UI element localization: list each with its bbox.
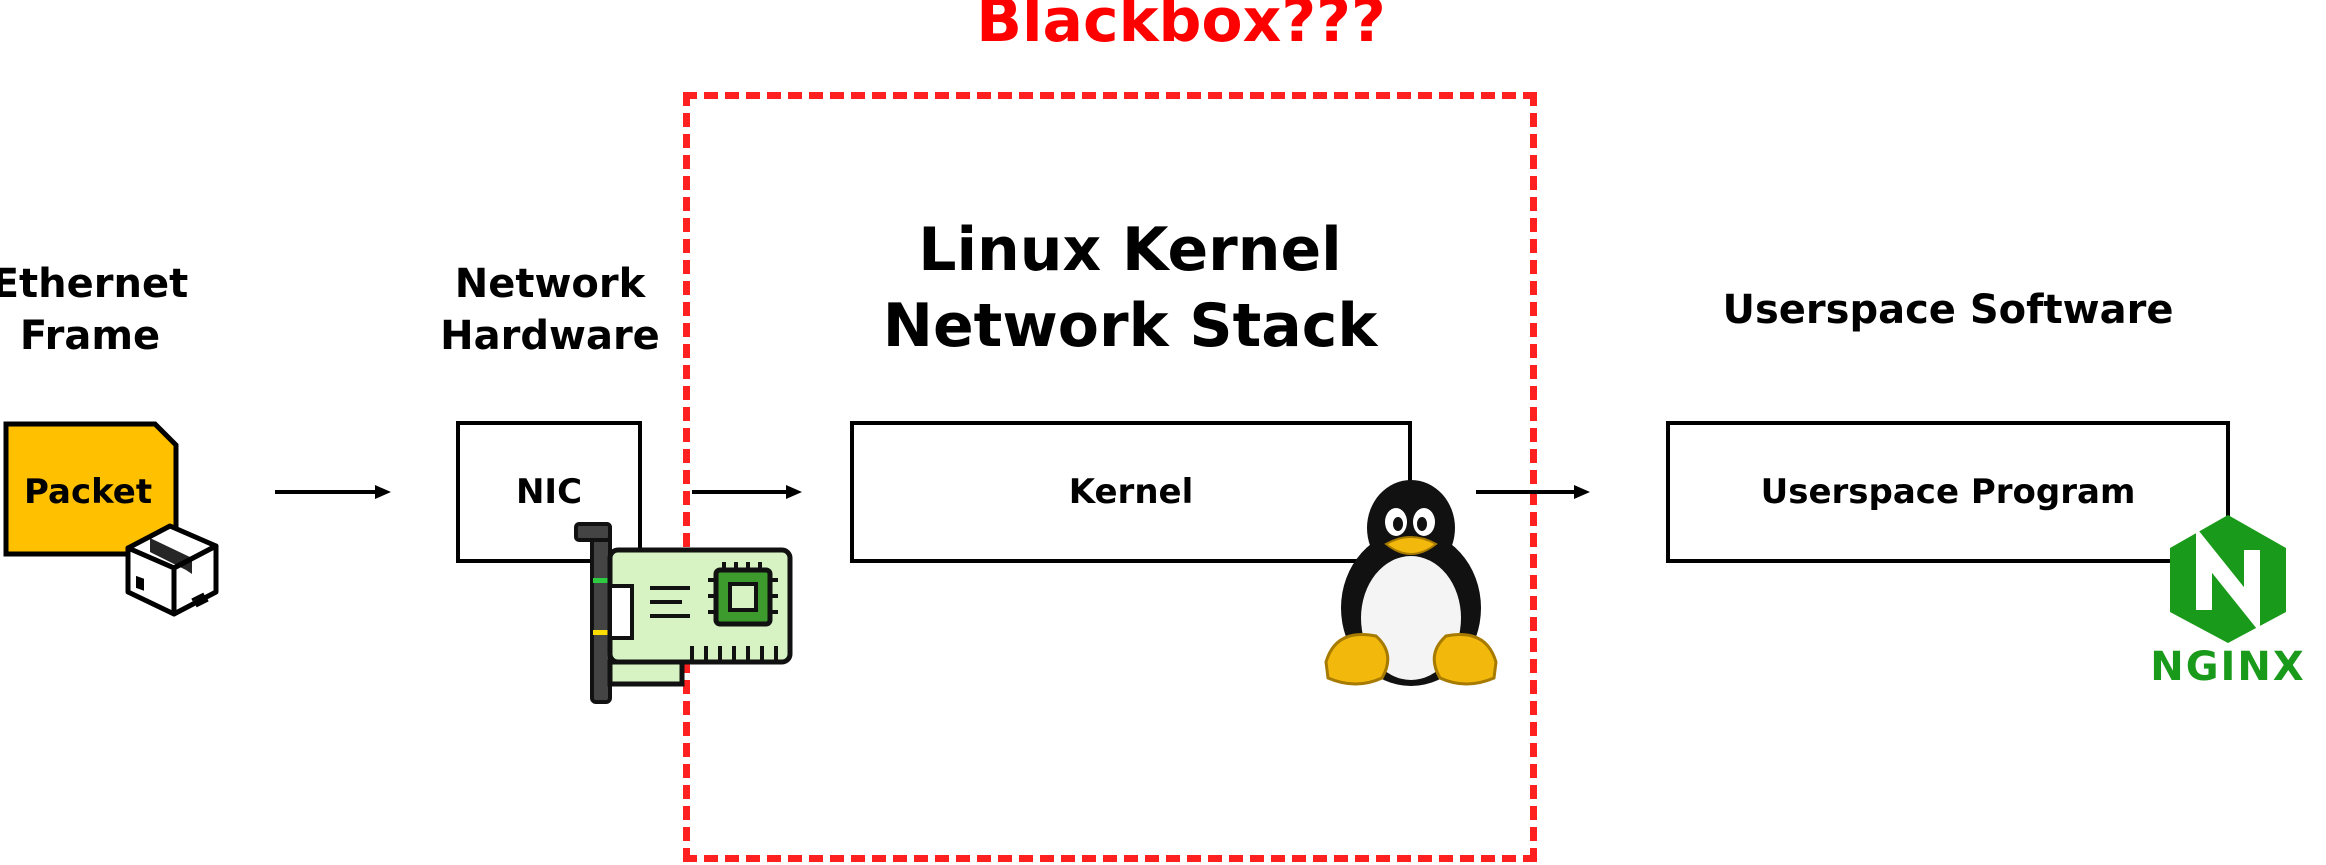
frame-heading: Ethernet Frame [0,258,190,362]
userspace-heading: Userspace Software [1722,287,2174,333]
kernel-heading-line2: Network Stack [882,291,1378,361]
blackbox-title: Blackbox??? [976,0,1386,56]
frame-heading-line1: Ethernet [0,261,189,307]
hardware-heading: Network Hardware [440,258,660,362]
arrow-nic-to-kernel [692,485,802,499]
nginx-logo: NGINX [2120,512,2326,702]
network-card-icon [574,522,793,704]
kernel-label: Kernel [1068,472,1194,512]
arrow-kernel-to-userspace [1476,485,1590,499]
hardware-heading-line1: Network [454,261,646,307]
hardware-heading-line2: Hardware [440,313,660,359]
kernel-heading: Linux Kernel Network Stack [840,212,1420,364]
frame-heading-line2: Frame [19,313,161,359]
kernel-heading-line1: Linux Kernel [918,215,1342,285]
packet-label: Packet [24,472,153,512]
userspace-program-label: Userspace Program [1760,472,2136,512]
nginx-wordmark: NGINX [2150,644,2306,690]
nginx-hexagon-icon [2170,515,2286,643]
kernel-box: Kernel [850,421,1412,563]
package-icon [125,523,219,617]
arrow-frame-to-nic [275,485,391,499]
packet-shape [3,421,179,557]
userspace-program-box: Userspace Program [1666,421,2230,563]
nic-label: NIC [515,472,583,512]
tux-penguin-icon [1324,480,1498,686]
blackbox-region [683,92,1537,862]
